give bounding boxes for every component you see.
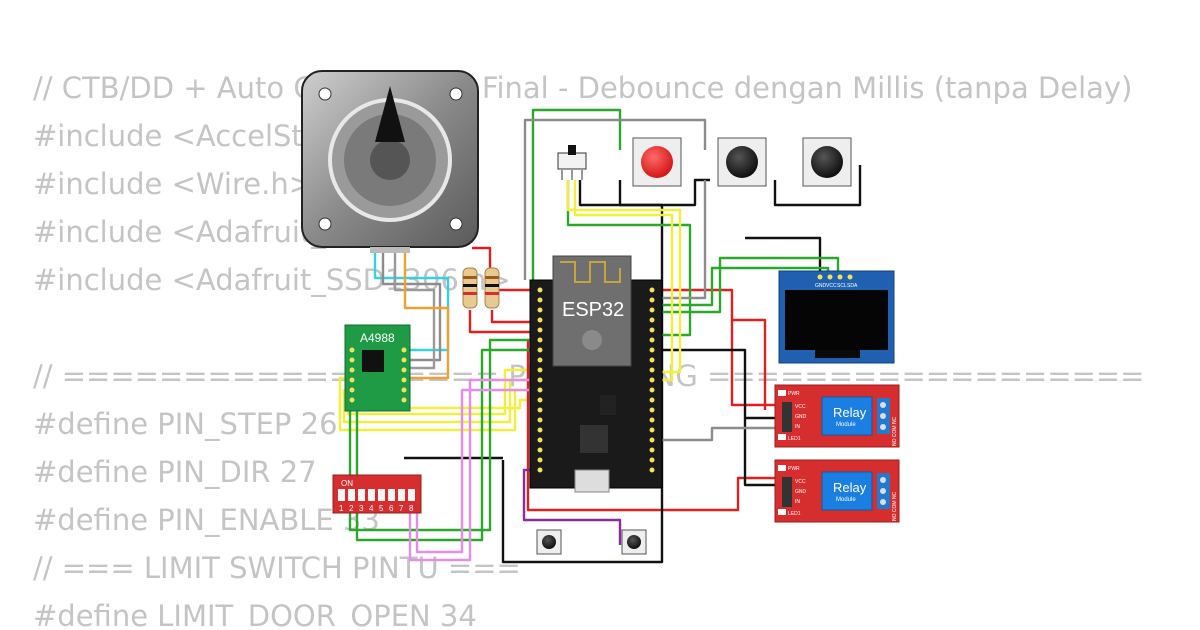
- wire-green: [660, 256, 840, 314]
- wire-pink: [415, 388, 540, 554]
- relay-2-pin-in: IN: [795, 499, 800, 505]
- wire-red: [490, 310, 540, 324]
- wire-pink: [408, 378, 540, 562]
- oled-pin-sda: SDA: [847, 283, 858, 289]
- dip-num-7: 7: [399, 504, 404, 513]
- relay-1-subtitle: Module: [836, 422, 856, 428]
- wire-gray: [660, 180, 707, 300]
- relay-2-pwr: PWR: [788, 466, 800, 472]
- slide-switch[interactable]: [557, 145, 587, 180]
- relay-2-subtitle: Module: [836, 497, 856, 503]
- push-button-red[interactable]: [632, 137, 682, 187]
- wire-green: [660, 266, 830, 307]
- relay-1-pin-vcc: VCC: [795, 404, 806, 410]
- dip-num-2: 2: [349, 504, 354, 513]
- wire-gray: [381, 248, 442, 362]
- relay-2-title: Relay: [833, 480, 867, 495]
- esp32-board: ESP32: [529, 255, 663, 493]
- wire-black: [745, 236, 822, 272]
- relay-1-terminals: NO COM NC: [892, 416, 898, 446]
- relay-1-pwr: PWR: [788, 391, 800, 397]
- oled-pin-scl: SCL: [837, 283, 847, 289]
- dip-num-6: 6: [389, 504, 394, 513]
- relay-1-led: LED1: [788, 436, 801, 442]
- code-line-9: #define PIN_DIR 27: [33, 455, 317, 489]
- wire-green: [531, 108, 622, 280]
- dip-switch[interactable]: ON 1 2 3 4 5 6 7 8: [332, 474, 422, 514]
- wire-yellow: [566, 180, 682, 374]
- wire-gray: [523, 118, 707, 280]
- relay-2-pin-vcc: VCC: [795, 479, 806, 485]
- push-button-small-2[interactable]: [621, 529, 647, 555]
- a4988-driver: A4988: [344, 324, 411, 412]
- dip-num-1: 1: [339, 504, 344, 513]
- oled-pin-gnd: GND: [815, 283, 827, 289]
- wire-red: [526, 340, 780, 512]
- resistors: [462, 267, 500, 309]
- dip-num-3: 3: [359, 504, 364, 513]
- relay-1-pin-gnd: GND: [795, 414, 807, 420]
- code-line-11: // === LIMIT SWITCH PINTU ===: [33, 551, 521, 585]
- wire-orange: [403, 248, 450, 380]
- push-button-small-1[interactable]: [536, 529, 562, 555]
- dip-num-5: 5: [379, 504, 384, 513]
- code-line-12: #define LIMIT_DOOR_OPEN 34: [33, 599, 477, 630]
- relay-module-2: Relay Module PWR LED1 VCC GND IN NO COM …: [774, 459, 900, 523]
- code-line-10: #define PIN_ENABLE 33: [33, 503, 380, 537]
- esp32-label: ESP32: [562, 299, 624, 321]
- relay-1-title: Relay: [833, 405, 867, 420]
- relay-2-terminals: NO COM NC: [892, 491, 898, 521]
- relay-module-1: Relay Module PWR LED1 VCC GND IN NO COM …: [774, 384, 900, 448]
- relay-2-led: LED1: [788, 511, 801, 517]
- wire-yellow: [573, 180, 674, 382]
- wire-red: [660, 288, 780, 407]
- push-button-black-2[interactable]: [802, 137, 852, 187]
- driver-label: A4988: [360, 331, 395, 345]
- wire-green: [348, 338, 540, 532]
- wire-purple: [522, 468, 622, 545]
- wire-black: [773, 165, 862, 207]
- wire-gray: [393, 248, 436, 370]
- relay-2-pin-gnd: GND: [795, 489, 807, 495]
- wire-red: [468, 310, 540, 334]
- code-line-5: #include <Adafruit_SSD1306.h>: [33, 263, 511, 297]
- stepper-motor: [301, 70, 479, 253]
- oled-display: GND VCC SCL SDA: [778, 270, 895, 364]
- push-button-black-1[interactable]: [717, 137, 767, 187]
- relay-1-pin-in: IN: [795, 424, 800, 430]
- code-line-3: #include <Wire.h>: [33, 167, 314, 201]
- code-line-8: #define PIN_STEP 26: [33, 407, 338, 441]
- dip-num-8: 8: [409, 504, 414, 513]
- oled-pin-vcc: VCC: [826, 283, 837, 289]
- wire-red: [732, 318, 767, 410]
- dip-num-4: 4: [369, 504, 374, 513]
- dip-on-label: ON: [341, 479, 353, 488]
- wire-gray: [660, 426, 780, 442]
- wire-black: [618, 178, 710, 207]
